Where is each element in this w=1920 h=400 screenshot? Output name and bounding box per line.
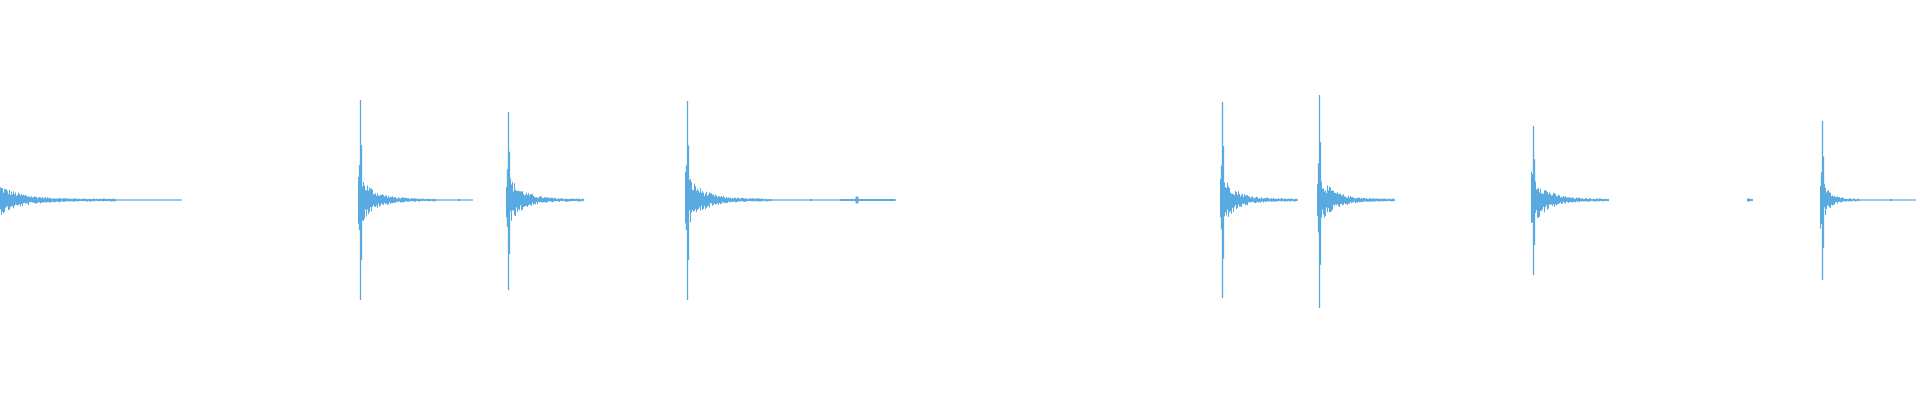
waveform-attack-spike [1317, 95, 1322, 308]
waveform-transient-2 [358, 100, 473, 300]
waveform-attack-spike [358, 100, 363, 300]
waveform-attack-spike [1220, 102, 1225, 298]
waveform-dot [1747, 198, 1750, 202]
waveform-traces [0, 95, 1916, 308]
waveform-transient-6 [1317, 95, 1395, 308]
waveform-transient-5 [1220, 102, 1298, 298]
waveform-blip [855, 196, 859, 204]
waveform-transient-8 [1750, 121, 1916, 280]
waveform-transient-7 [1531, 126, 1609, 275]
waveform-attack-spike [1820, 121, 1825, 280]
waveform-attack-spike [1531, 126, 1536, 275]
waveform-attack-spike [685, 101, 690, 300]
waveform-attack-spike [506, 112, 511, 290]
waveform-transient-3 [506, 112, 584, 290]
waveform-transient-4 [685, 101, 896, 300]
waveform-transient-1 [0, 187, 182, 216]
